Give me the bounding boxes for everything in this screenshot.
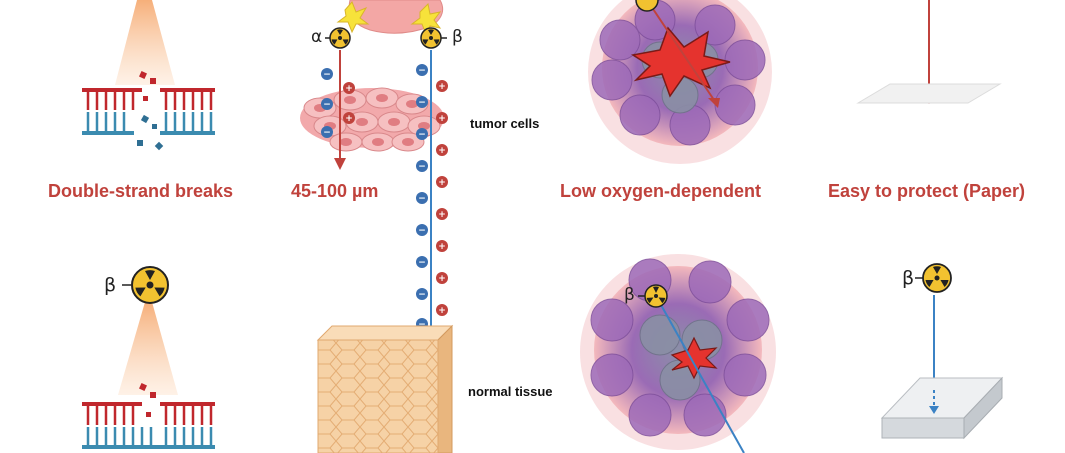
tumor-cells-label: tumor cells — [470, 116, 540, 131]
radiation-icon — [644, 284, 668, 308]
svg-text:−: − — [418, 98, 426, 108]
beta-symbol-label: β — [902, 267, 915, 289]
beta-symbol-label: β — [624, 285, 635, 305]
alpha-beam-cone — [115, 0, 175, 85]
svg-text:−: − — [418, 226, 426, 236]
svg-text:−: − — [418, 162, 426, 172]
easy-protect-label: Easy to protect (Paper) — [828, 181, 1026, 201]
radiation-icon — [131, 266, 169, 304]
tumor-icon — [580, 254, 776, 453]
svg-text:+: + — [438, 274, 446, 284]
svg-text:+: + — [438, 306, 446, 316]
alpha-symbol-label: α — [311, 27, 323, 47]
svg-text:−: − — [323, 128, 331, 138]
svg-text:+: + — [438, 146, 446, 156]
svg-text:−: − — [323, 70, 331, 80]
svg-text:−: − — [418, 130, 426, 140]
normal-tissue-label: normal tissue — [468, 384, 553, 399]
svg-text:−: − — [323, 100, 331, 110]
beta-symbol-label: β — [104, 274, 117, 296]
radiation-icon — [329, 27, 351, 49]
beta-beam-cone — [118, 302, 178, 395]
svg-text:−: − — [418, 66, 426, 76]
tumor-icon — [588, 0, 772, 164]
dna-bottom-group — [82, 266, 215, 449]
svg-text:+: + — [345, 114, 353, 124]
tumor-cells-top — [336, 0, 444, 36]
metal-block-icon — [880, 376, 1004, 440]
paper-shielding — [856, 0, 1002, 104]
svg-text:−: − — [418, 320, 426, 330]
damage-burst-icon — [631, 26, 731, 98]
beta-symbol-label: β — [452, 27, 463, 47]
svg-text:+: + — [345, 84, 353, 94]
tumor-cell-layer — [300, 87, 444, 152]
svg-text:+: + — [438, 114, 446, 124]
dna-icon — [82, 383, 215, 449]
svg-text:−: − — [418, 194, 426, 204]
double-strand-breaks-label: Double-strand breaks — [48, 181, 234, 201]
normal-tissue-block — [316, 324, 454, 453]
svg-text:+: + — [438, 178, 446, 188]
dna-icon — [82, 71, 215, 151]
svg-text:+: + — [438, 82, 446, 92]
ion-markers: − + − + − − + − + − + − + − + − + − + − … — [321, 64, 448, 330]
paper-sheet-icon — [856, 83, 1002, 104]
svg-text:+: + — [438, 210, 446, 220]
alpha-range-label: 45-100 µm — [291, 181, 379, 201]
radiation-icon — [635, 0, 659, 12]
svg-text:−: − — [418, 290, 426, 300]
svg-text:+: + — [438, 242, 446, 252]
svg-text:−: − — [418, 258, 426, 268]
radiation-icon — [420, 27, 442, 49]
metal-shielding — [880, 263, 1004, 440]
low-oxygen-label: Low oxygen-dependent — [560, 181, 762, 201]
damage-burst-icon — [670, 336, 718, 380]
dna-top-group — [82, 0, 215, 151]
radiation-icon — [922, 263, 952, 293]
